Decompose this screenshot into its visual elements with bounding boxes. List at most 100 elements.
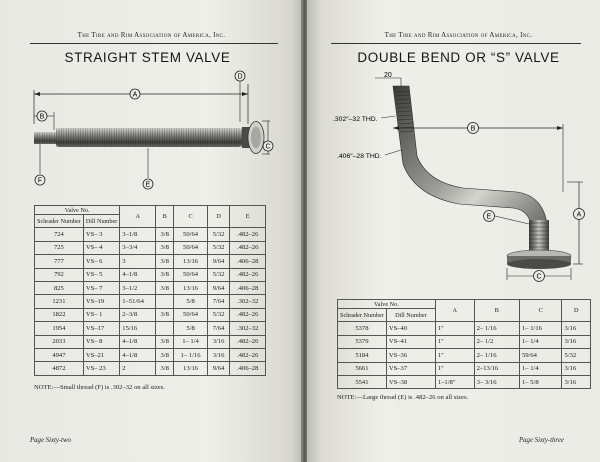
callout-b-right: [467, 122, 479, 134]
table-cell: .482–26: [229, 267, 266, 282]
table-cell: 50/64: [173, 240, 208, 256]
table-cell: 1– 1/4: [518, 361, 563, 376]
table-cell: .482–26: [229, 307, 266, 323]
table-cell: 15/16: [119, 321, 157, 336]
table-cell: 3/8: [155, 240, 175, 256]
table-cell: 1954: [34, 321, 84, 336]
table-cell: 4–1/8: [119, 347, 157, 363]
callout-e-right: [483, 210, 495, 222]
table-cell: 1– 1/16: [518, 321, 563, 336]
table-cell: VS–41: [385, 334, 436, 350]
table-cell: .482–26: [229, 227, 266, 242]
table-cell: 5661: [337, 361, 387, 376]
table-cell: 3/8: [155, 254, 175, 269]
table-cell: 825: [34, 280, 84, 296]
table-cell: 3/16: [206, 334, 231, 349]
table-cell: 1″: [434, 348, 475, 363]
table-cell: 5/32: [561, 348, 591, 363]
table-cell: 3/16: [561, 374, 591, 390]
right-page: The Tire and Rim Association of America,…: [307, 0, 600, 462]
table-cell: 1231: [34, 294, 84, 309]
valve-no-header-left: Valve No.: [33, 205, 121, 215]
table-cell: 3/16: [561, 321, 591, 336]
callout-b-label-left: B: [40, 114, 45, 121]
callout-f-label-left: F: [38, 178, 42, 185]
page-title-left: STRAIGHT STEM VALVE: [64, 50, 231, 65]
table-cell: 1– 1/4: [518, 334, 563, 350]
callout-c-label-right: C: [536, 274, 541, 281]
table-cell: 9/64: [206, 254, 231, 269]
table-cell: 1″: [434, 334, 475, 350]
table-cell: 777: [34, 254, 84, 269]
table-cell: 1– 5/8: [518, 374, 563, 390]
callout-a-left: [129, 88, 141, 100]
callout-e-left: [142, 178, 154, 190]
table-cell: 1– 1/16: [173, 347, 208, 363]
table-cell: 3/8: [155, 267, 175, 282]
col-header: A: [119, 204, 157, 229]
table-cell: 2033: [34, 334, 84, 349]
table-cell: .482–26: [229, 334, 266, 349]
straight-valve-table: Valve No. A B C D E Schrader Number Dill…: [33, 204, 266, 376]
table-cell: 4–1/8: [119, 267, 157, 282]
table-cell: VS– 5: [82, 267, 121, 282]
table-note-right: NOTE:—Large thread (E) is .482–26 on all…: [337, 394, 469, 401]
col-header: C: [173, 204, 208, 229]
table-cell: 724: [34, 227, 84, 242]
table-cell: 5/32: [206, 227, 231, 242]
table-cell: 2– 1/16: [473, 348, 520, 363]
col-header: D: [206, 204, 231, 229]
table-cell: .406–28: [229, 280, 266, 296]
table-cell: 50/64: [173, 267, 208, 282]
table-cell: 1″: [434, 361, 475, 376]
straight-stem-valve-diagram: A D B: [33, 70, 274, 190]
table-cell: 50/64: [173, 227, 208, 242]
table-cell: 3: [119, 254, 157, 269]
left-page: The Tire and Rim Association of America,…: [0, 0, 303, 462]
header-rule-left: [30, 43, 278, 44]
table-cell: .482–26: [229, 347, 266, 363]
table-note-left: NOTE:—Small thread (F) is .302–32 on all…: [34, 384, 165, 391]
callout-c-label-left: C: [265, 144, 270, 151]
table-cell: 1822: [34, 307, 84, 323]
callout-d-label-left: D: [237, 74, 242, 81]
table-cell: 792: [34, 267, 84, 282]
table-cell: VS–36: [385, 348, 436, 363]
table-cell: 3/16: [206, 347, 231, 363]
table-cell: 3/8: [155, 334, 175, 349]
table-cell: VS– 7: [82, 280, 121, 296]
table-cell: VS–40: [385, 321, 436, 336]
table-cell: 3/16: [561, 361, 591, 376]
table-cell: 2– 1/16: [473, 321, 520, 336]
table-cell: VS–17: [82, 321, 121, 336]
table-cell: 13/16: [173, 280, 208, 296]
s-valve-diagram: 20 .302″–32 THD. .406″–28 THD.: [333, 72, 585, 282]
col-header: Dill Number: [82, 213, 121, 229]
table-cell: 5/8: [173, 321, 208, 336]
table-cell: 3/8: [155, 347, 175, 363]
callout-e-label-right: E: [487, 214, 492, 221]
table-cell: 7/64: [206, 294, 231, 309]
callout-c-left: [262, 140, 274, 152]
page-title-right: DOUBLE BEND OR “S” VALVE: [357, 50, 560, 65]
table-cell: 5/32: [206, 267, 231, 282]
table-cell: VS– 3: [82, 227, 121, 242]
table-cell: 1–1/8″: [434, 374, 475, 390]
table-cell: 3/16: [561, 334, 591, 350]
table-cell: 1– 1/4: [173, 334, 208, 349]
table-cell: VS– 1: [82, 307, 121, 323]
s-valve-table: Valve No. A B C D Schrader Number Dill N…: [337, 298, 591, 390]
table-cell: 4947: [34, 347, 84, 363]
